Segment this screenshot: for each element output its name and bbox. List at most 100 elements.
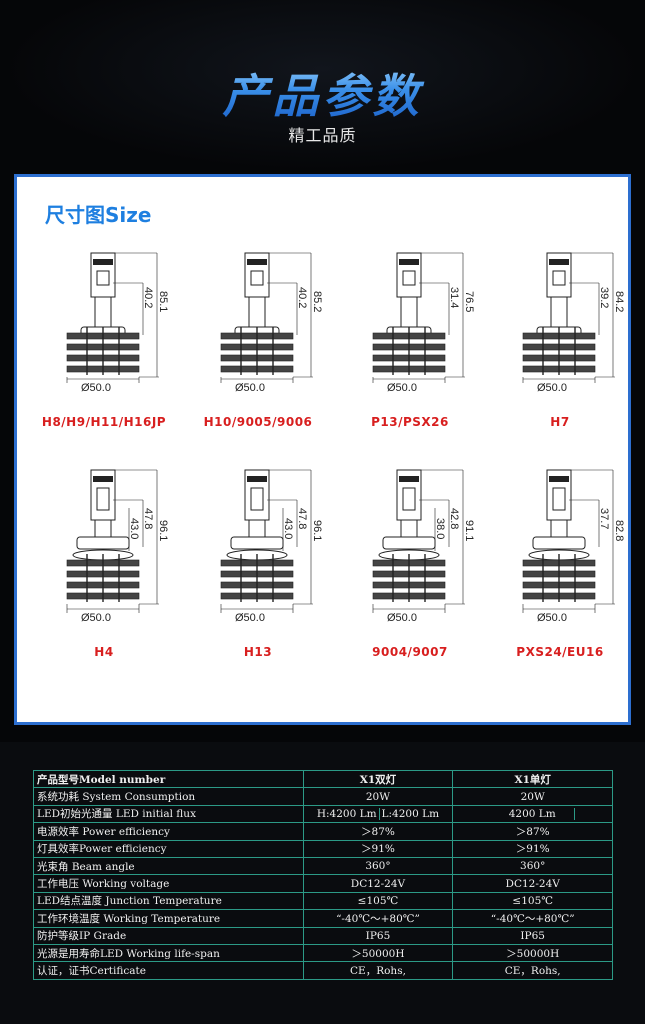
- table-cell: 4200 Lm: [452, 804, 613, 824]
- table-cell: IP65: [452, 926, 613, 945]
- table-cell: ≤105℃: [302, 891, 454, 911]
- dim-upper: 47.8: [142, 508, 154, 529]
- table-cell: H:4200 Lm L:4200 Lm: [302, 804, 454, 824]
- dim-total: 82.8: [613, 520, 625, 541]
- table-cell: “-40℃～+80℃”: [452, 909, 613, 928]
- dim-diameter: Ø50.0: [235, 382, 265, 394]
- dim-upper: 42.8: [448, 508, 460, 529]
- table-row: 工作环境温度 Working Temperature “-40℃～+80℃” “…: [33, 909, 613, 928]
- dim-diameter: Ø50.0: [387, 612, 417, 624]
- dim-upper: 40.2: [142, 287, 154, 308]
- dim-upper: 39.2: [598, 287, 610, 308]
- dim-total: 76.5: [463, 291, 475, 312]
- split-cell: H:4200 Lm L:4200 Lm: [307, 807, 450, 820]
- dim-diameter: Ø50.0: [387, 382, 417, 394]
- table-row: 工作电压 Working voltage DC12-24V DC12-24V: [33, 874, 613, 893]
- table-cell: 系统功耗 System Consumption: [33, 787, 304, 806]
- table-cell: 20W: [452, 787, 613, 806]
- table-cell: 360°: [302, 856, 454, 876]
- table-cell: DC12-24V: [452, 874, 613, 893]
- bulb-model-label: 9004/9007: [372, 645, 448, 659]
- table-cell: “-40℃～+80℃”: [302, 909, 454, 928]
- dim-total: 96.1: [311, 520, 323, 541]
- table-row: 防护等级IP Grade IP65 IP65: [33, 926, 613, 945]
- table-cell: CE，Rohs,: [452, 961, 613, 980]
- table-row: LED初始光通量 LED initial flux H:4200 Lm L:42…: [33, 804, 613, 824]
- flux-high: H:4200 Lm: [316, 807, 377, 820]
- dim-diameter: Ø50.0: [537, 382, 567, 394]
- bulb-model-label: H7: [550, 415, 570, 429]
- page-header: 产品参数 精工品质: [0, 0, 645, 172]
- table-cell: 产品型号Model number: [33, 769, 304, 789]
- table-cell: 工作电压 Working voltage: [33, 874, 304, 893]
- table-cell: ＞91%: [452, 839, 613, 858]
- bulb-model-label: H8/H9/H11/H16JP: [41, 415, 167, 429]
- table-row: 光束角 Beam angle 360° 360°: [33, 856, 613, 876]
- table-cell: X1双灯: [302, 769, 454, 789]
- table-row: 电源效率 Power efficiency ＞87% ＞87%: [33, 822, 613, 841]
- table-cell: DC12-24V: [302, 874, 454, 893]
- dim-total: 85.1: [157, 291, 169, 312]
- page-subtitle: 精工品质: [288, 126, 357, 145]
- table-cell: LED结点温度 Junction Temperature: [33, 891, 304, 911]
- dim-upper-secondary: 38.0: [434, 518, 446, 539]
- dim-total: 84.2: [613, 291, 625, 312]
- table-row: 系统功耗 System Consumption 20W 20W: [33, 787, 613, 806]
- table-cell: ＞91%: [302, 839, 454, 858]
- page-title: 产品参数: [0, 60, 645, 126]
- flux-low: L:4200 Lm: [378, 807, 442, 820]
- dim-total: 91.1: [463, 520, 475, 541]
- table-cell: ＞50000H: [302, 943, 454, 963]
- table-cell: 20W: [302, 787, 454, 806]
- table-cell: IP65: [302, 926, 454, 945]
- table-cell: 光束角 Beam angle: [33, 856, 304, 876]
- bulb-model-label: PXS24/EU16: [516, 645, 604, 659]
- size-panel-title: 尺寸图Size: [45, 203, 152, 227]
- dim-upper-secondary: 43.0: [128, 518, 140, 539]
- table-cell: ＞50000H: [452, 943, 613, 963]
- table-cell: ＞87%: [302, 822, 454, 841]
- bulb-model-label: P13/PSX26: [371, 415, 449, 429]
- dim-upper: 40.2: [296, 287, 308, 308]
- dim-total: 96.1: [157, 520, 169, 541]
- bulb-model-label: H13: [243, 645, 273, 659]
- table-row: 光源是用寿命LED Working life-span ＞50000H ＞500…: [33, 943, 613, 963]
- table-cell: 360°: [452, 856, 613, 876]
- table-cell: X1单灯: [452, 769, 613, 789]
- dim-diameter: Ø50.0: [235, 612, 265, 624]
- table-cell: ≤105℃: [452, 891, 613, 911]
- flux-single: 4200 Lm: [491, 807, 575, 820]
- table-cell: 灯具效率Power efficiency: [33, 839, 304, 858]
- spec-table: 产品型号Model number X1双灯 X1单灯 系统功耗 System C…: [33, 769, 613, 980]
- table-row: 灯具效率Power efficiency ＞91% ＞91%: [33, 839, 613, 858]
- table-header-row: 产品型号Model number X1双灯 X1单灯: [33, 769, 613, 789]
- table-row: LED结点温度 Junction Temperature ≤105℃ ≤105℃: [33, 891, 613, 911]
- table-cell: ＞87%: [452, 822, 613, 841]
- table-cell: LED初始光通量 LED initial flux: [33, 804, 304, 824]
- dim-upper-secondary: 43.0: [282, 518, 294, 539]
- table-row: 认证，证书Certificate CE，Rohs, CE，Rohs,: [33, 961, 613, 980]
- table-cell: 认证，证书Certificate: [33, 961, 304, 980]
- dim-total: 85.2: [311, 291, 323, 312]
- dim-diameter: Ø50.0: [81, 612, 111, 624]
- dim-upper: 31.4: [448, 287, 460, 308]
- table-cell: 电源效率 Power efficiency: [33, 822, 304, 841]
- dim-upper: 37.7: [598, 508, 610, 529]
- dim-diameter: Ø50.0: [81, 382, 111, 394]
- table-cell: 工作环境温度 Working Temperature: [33, 909, 304, 928]
